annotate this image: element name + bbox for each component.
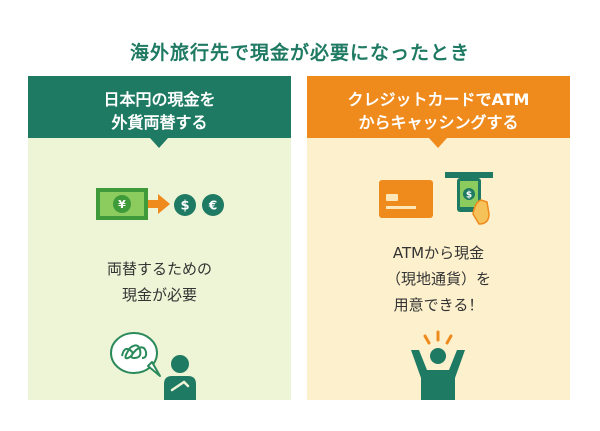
yen-banknote-icon: ¥ xyxy=(96,188,148,220)
atm-text-line3: 用意できる！ xyxy=(393,296,484,314)
atm-banner-line2: からキャッシングする xyxy=(358,113,519,132)
atm-cash-icon: $ xyxy=(445,172,493,225)
atm-banner: クレジットカードでATM からキャッシングする xyxy=(307,76,570,151)
exchange-text-line2: 現金が必要 xyxy=(121,286,197,304)
atm-text-line1: ATMから現金 xyxy=(392,244,485,262)
happy-person-icon xyxy=(411,330,465,400)
speech-bubble-icon xyxy=(110,332,161,377)
euro-coin-icon: € xyxy=(202,194,224,216)
arrow-right-icon xyxy=(148,194,170,214)
svg-text:$: $ xyxy=(180,199,189,214)
atm-panel: クレジットカードでATM からキャッシングする $ ATMから現金 （現地通貨）… xyxy=(307,76,570,400)
svg-text:$: $ xyxy=(466,191,472,201)
exchange-banner-line2: 外貨両替する xyxy=(111,113,208,132)
exchange-banner: 日本円の現金を 外貨両替する xyxy=(28,76,291,151)
svg-text:€: € xyxy=(208,199,217,213)
svg-text:¥: ¥ xyxy=(118,198,126,211)
page-title: 海外旅行先で現金が必要になったとき xyxy=(129,42,470,64)
atm-text-line2: （現地通貨）を xyxy=(385,270,491,288)
exchange-banner-line1: 日本円の現金を xyxy=(103,90,216,109)
dollar-coin-icon: $ xyxy=(174,194,196,216)
exchange-panel: 日本円の現金を 外貨両替する ¥ $ € 両替するための 現金が必要 xyxy=(28,76,291,400)
exchange-text-line1: 両替するための xyxy=(106,260,212,278)
credit-card-icon xyxy=(379,180,433,218)
atm-banner-line1: クレジットカードでATM xyxy=(347,90,530,109)
confused-person-icon xyxy=(164,355,196,400)
